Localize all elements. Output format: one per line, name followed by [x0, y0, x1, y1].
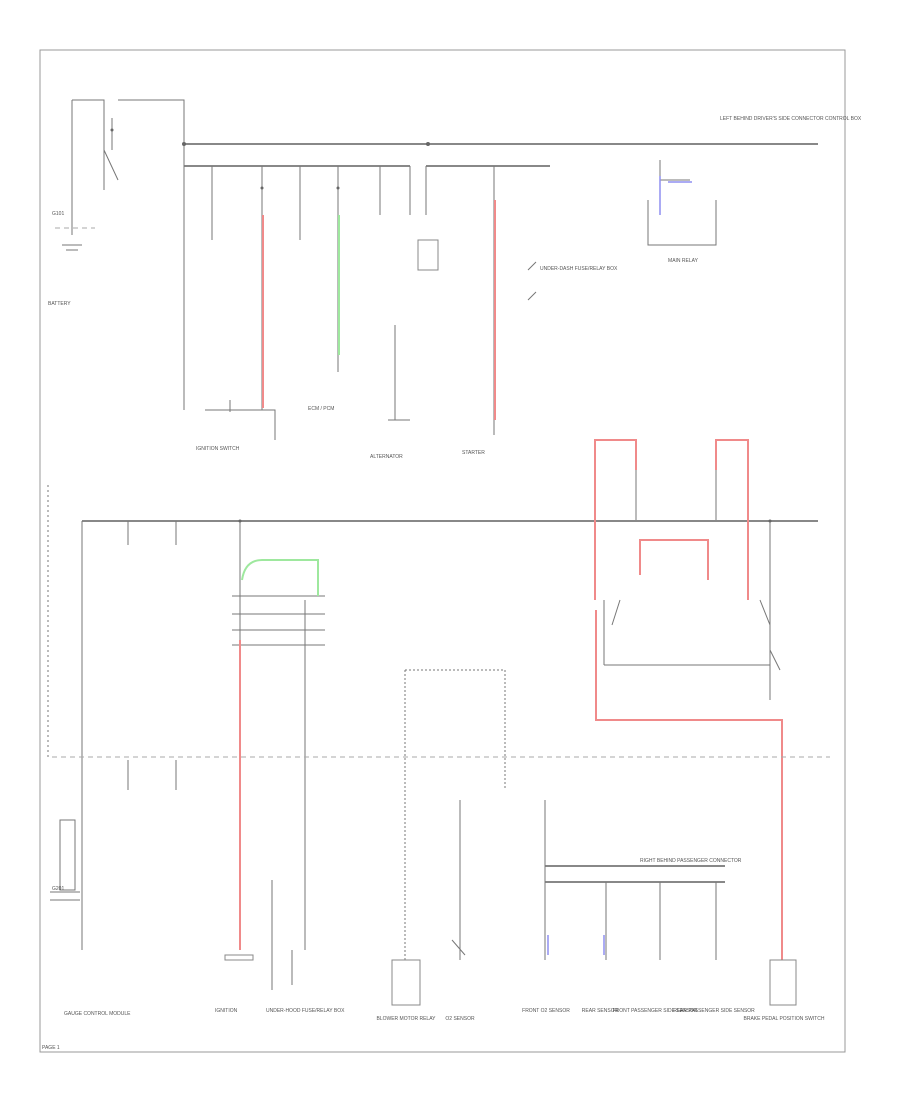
- fuse-box-top-right-label: LEFT BEHIND DRIVER'S SIDE CONNECTOR CONT…: [720, 116, 862, 122]
- ignition-label: IGNITION: [215, 1008, 238, 1014]
- ground-g1-label: G101: [52, 211, 64, 217]
- front-o2-label: FRONT O2 SENSOR: [522, 1008, 570, 1014]
- ecm-label: ECM / PCM: [308, 406, 334, 412]
- battery-section: BATTERY G101: [48, 99, 185, 307]
- starter-label: STARTER: [462, 450, 485, 456]
- gauge-control-label: GAUGE CONTROL MODULE: [64, 1011, 131, 1017]
- right-front-connector-label: RIGHT BEHIND PASSENGER CONNECTOR: [640, 858, 742, 864]
- battery-label: BATTERY: [48, 301, 71, 307]
- rear-sensor-label: REAR SENSOR: [582, 1008, 619, 1014]
- main-relay: MAIN RELAY: [647, 160, 717, 264]
- ground-g2-label: G201: [52, 886, 64, 892]
- green-loop-wire: [241, 559, 319, 596]
- brake-pedal-label: BRAKE PEDAL POSITION SWITCH: [744, 1016, 825, 1022]
- alternator-terminal: [388, 325, 410, 421]
- right-relay-cluster: [594, 439, 783, 960]
- o2-sensor-label: O2 SENSOR: [445, 1016, 475, 1022]
- diagram-border: [39, 49, 846, 1053]
- under-hood-relay-label: UNDER-HOOD FUSE/RELAY BOX: [266, 1008, 345, 1014]
- fuse-relay-box-label: UNDER-DASH FUSE/RELAY BOX: [540, 266, 618, 272]
- right-connector-bus: [545, 865, 725, 883]
- ignition-switch-label: IGNITION SWITCH: [196, 446, 240, 452]
- relay-block: [417, 239, 439, 271]
- page-id: PAGE 1: [42, 1045, 60, 1051]
- main-relay-label: MAIN RELAY: [668, 258, 699, 264]
- rear-passenger-label: REAR PASSENGER SIDE SENSOR: [673, 1008, 755, 1014]
- front-passenger-label: FRONT PASSENGER SIDE SENSOR: [613, 1008, 698, 1014]
- alternator-label: ALTERNATOR: [370, 454, 403, 460]
- blower-motor-label: BLOWER MOTOR RELAY: [377, 1016, 437, 1022]
